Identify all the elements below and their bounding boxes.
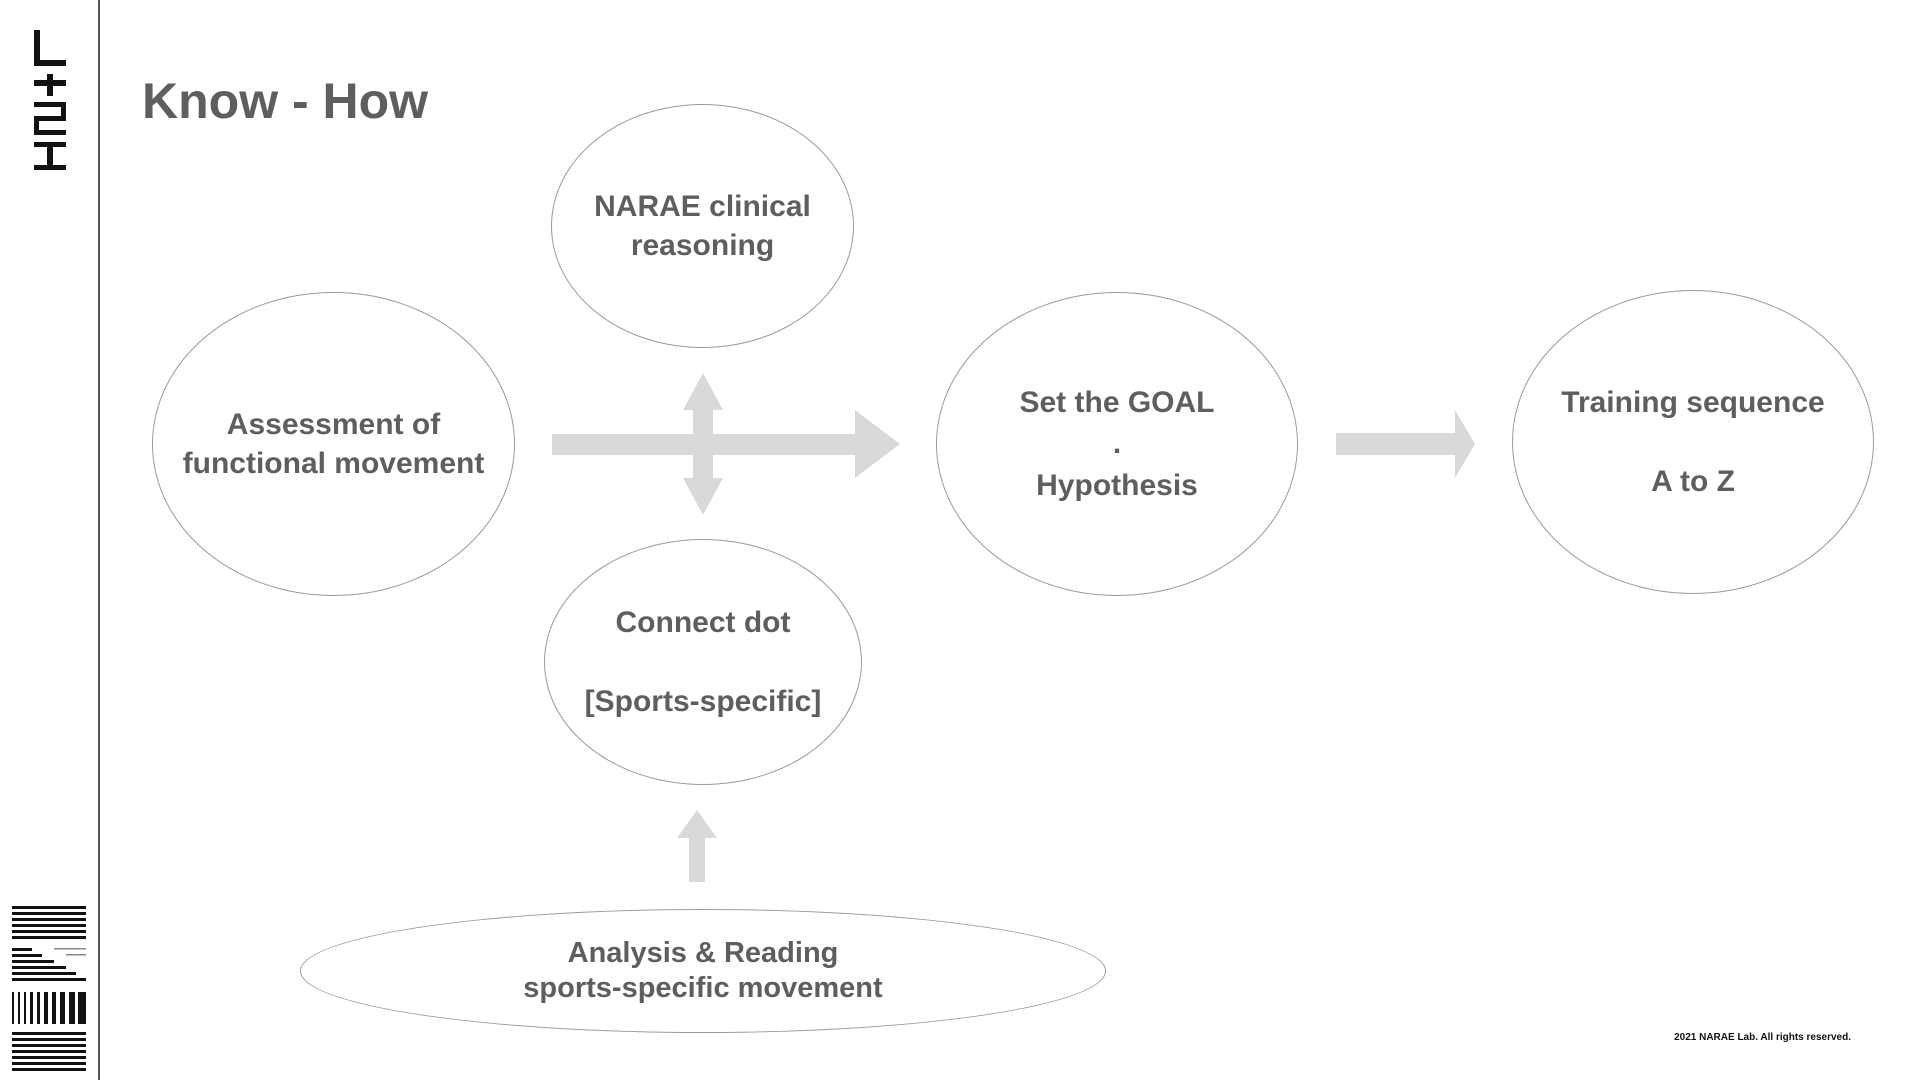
node-connect-line-1: Connect dot [615, 606, 791, 639]
node-reasoning: NARAE clinical reasoning [551, 104, 854, 348]
node-reasoning-line-2: reasoning [630, 229, 775, 262]
node-reasoning-line-1: NARAE clinical [594, 190, 811, 223]
node-goal-separator: . [1112, 427, 1122, 460]
node-assessment: Assessment of functional movement [152, 292, 515, 596]
node-assessment-line-2: functional movement [182, 447, 485, 480]
arrow-up-down [683, 373, 723, 515]
node-analysis-line-2: sports-specific movement [523, 972, 883, 1004]
node-goal: Set the GOAL . Hypothesis [936, 292, 1298, 596]
node-training-line-2: A to Z [1651, 465, 1735, 498]
node-training: Training sequence A to Z [1512, 290, 1874, 594]
node-training-line-1: Training sequence [1561, 386, 1825, 419]
arrow-right-secondary [1336, 410, 1475, 478]
arrow-up [677, 810, 717, 882]
barcode-stripes-icon [12, 906, 86, 1071]
page-title: Know - How [142, 73, 429, 129]
node-connect-line-2: [Sports-specific] [584, 685, 822, 718]
sidebar [0, 0, 100, 1080]
arrow-right-main [552, 410, 900, 478]
node-goal-line-1: Set the GOAL [1019, 386, 1215, 419]
brand-wordmark-icon [34, 30, 66, 170]
node-connect: Connect dot [Sports-specific] [544, 539, 862, 785]
node-analysis-line-1: Analysis & Reading [567, 937, 839, 969]
node-analysis: Analysis & Reading sports-specific movem… [300, 909, 1106, 1033]
node-assessment-line-1: Assessment of [226, 408, 441, 441]
node-goal-line-2: Hypothesis [1036, 469, 1198, 502]
copyright-footer: 2021 NARAE Lab. All rights reserved. [1674, 1032, 1851, 1043]
